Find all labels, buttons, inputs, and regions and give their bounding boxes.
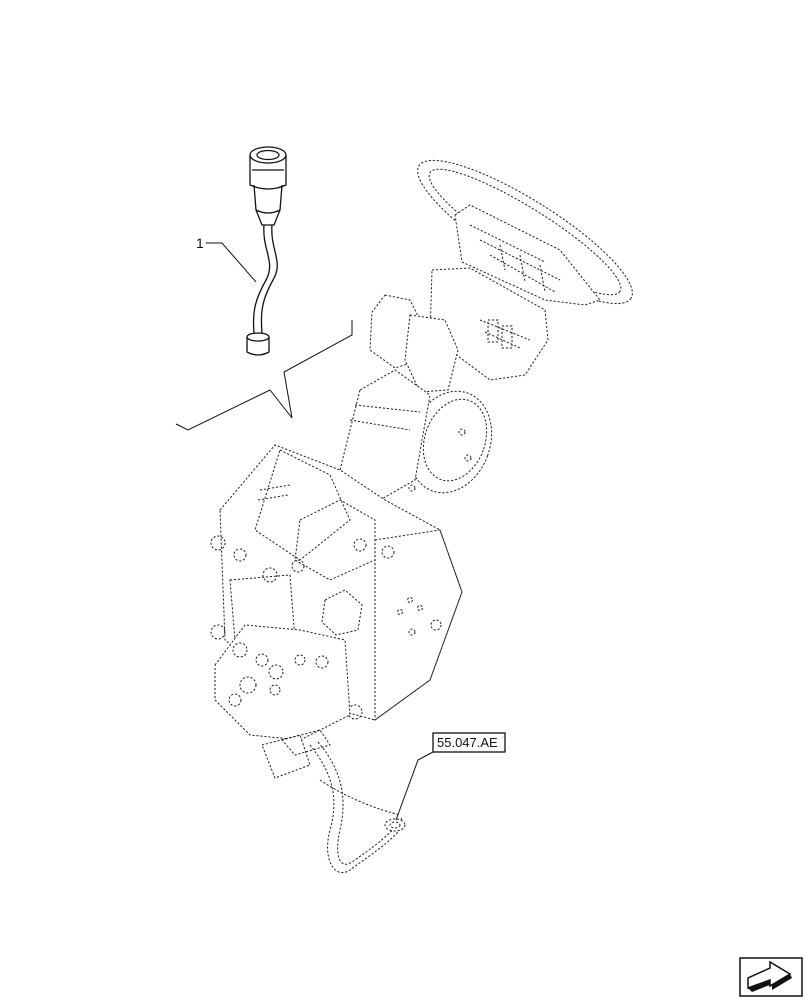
leader-reference	[395, 751, 434, 821]
page-turn-arrow-icon[interactable]	[739, 957, 803, 997]
break-line	[175, 320, 353, 431]
reference-box[interactable]	[432, 732, 506, 753]
callout-1: 1	[196, 235, 204, 251]
steering-column-assembly	[210, 159, 633, 873]
leader-1	[206, 242, 257, 283]
part-1-harness[interactable]	[246, 146, 287, 356]
reference-label[interactable]: 55.047.AE	[437, 735, 498, 750]
